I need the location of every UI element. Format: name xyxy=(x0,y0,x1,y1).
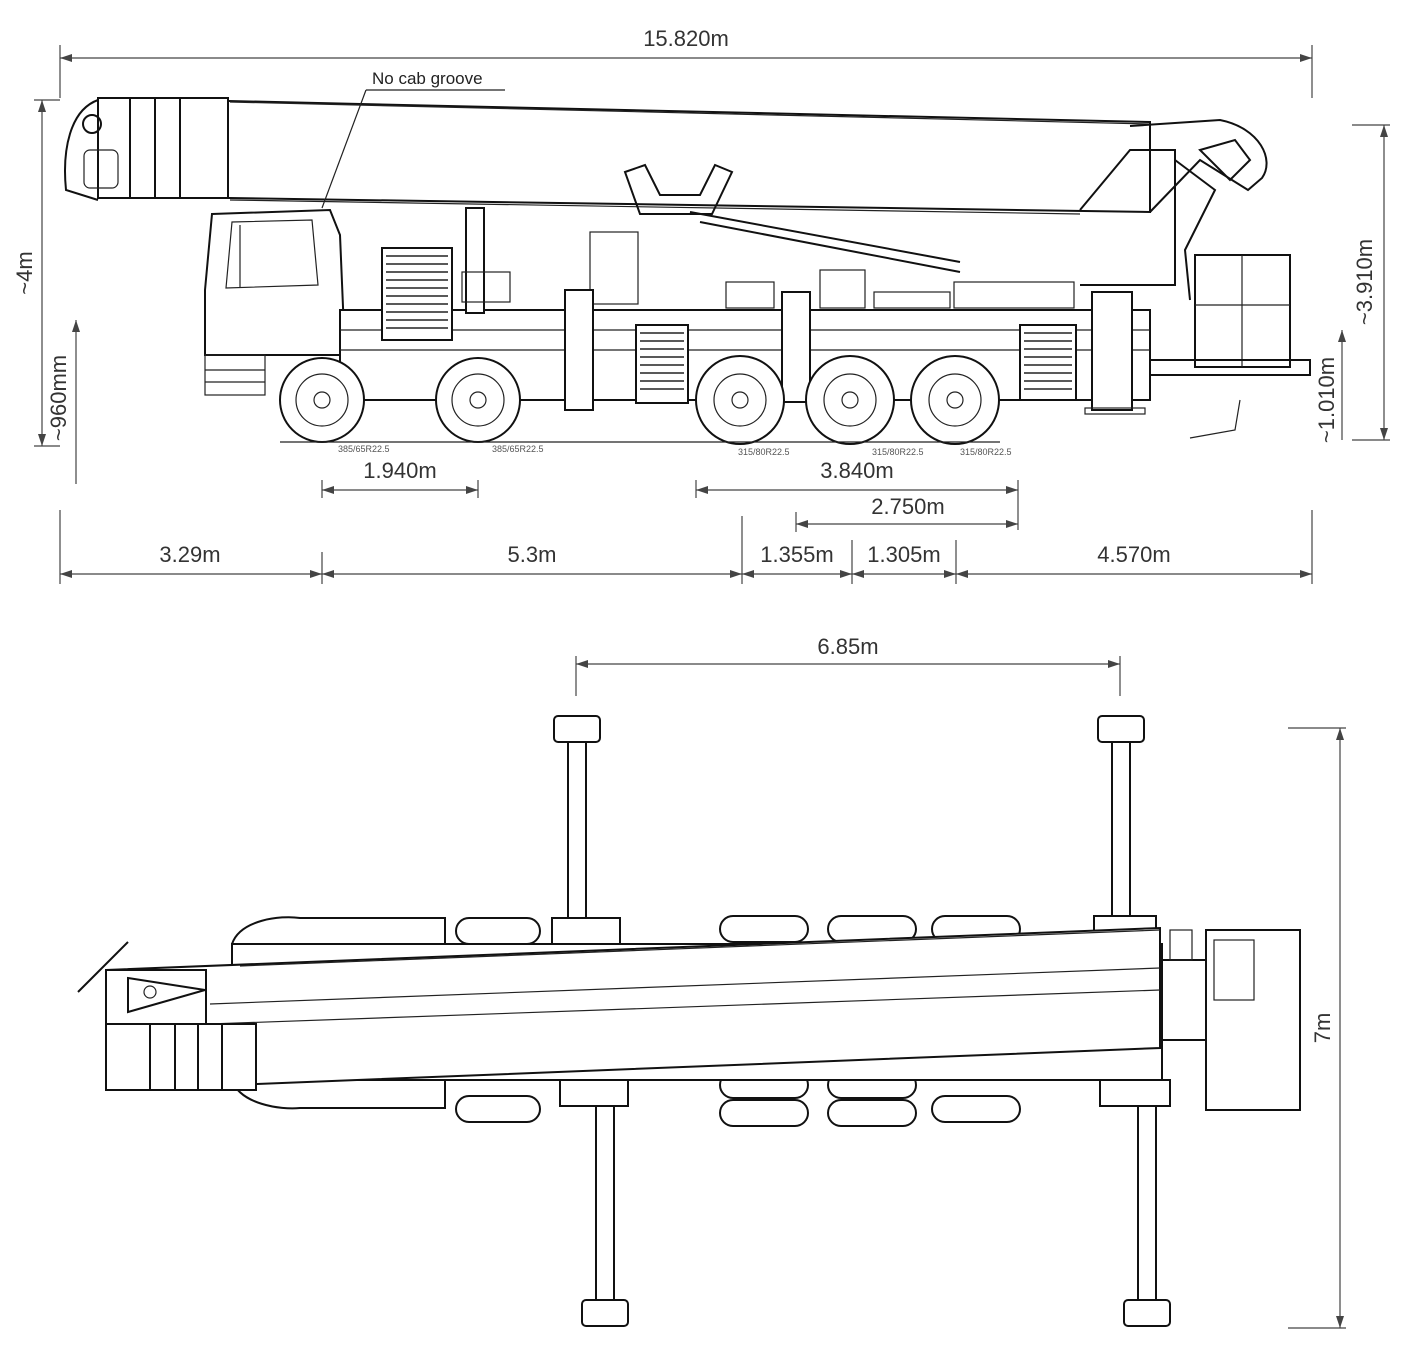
overall-length-dimension: 15.820m xyxy=(59,26,1313,98)
top-view: 6.85m 7m xyxy=(77,634,1346,1329)
cab-groove-note: No cab groove xyxy=(321,69,505,209)
wheels: 385/65R22.5 385/65R22.5 315/80R22.5 315/… xyxy=(279,355,1241,457)
axle-spacing-dimensions: 1.940m 3.840m 2.750m xyxy=(321,458,1019,532)
segment-5-label: 4.570m xyxy=(1097,542,1170,567)
boom xyxy=(64,96,1268,301)
wheel-rear-1 xyxy=(695,355,785,445)
basket-top-view xyxy=(1160,929,1301,1111)
front-axle-spacing-label: 1.940m xyxy=(363,458,436,483)
cab-groove-note-label: No cab groove xyxy=(372,69,483,88)
segment-2-label: 5.3m xyxy=(508,542,557,567)
tire-label-5: 315/80R22.5 xyxy=(960,447,1012,457)
ground-clearance-front-label: ~960mm xyxy=(46,355,71,441)
segment-1-label: 3.29m xyxy=(159,542,220,567)
ground-clearance-rear-label: ~1.010m xyxy=(1314,357,1339,443)
height-dimension-left: ~4m ~960mm xyxy=(12,99,80,484)
outrigger-transverse-label: 7m xyxy=(1310,1013,1335,1044)
tire-label-4: 315/80R22.5 xyxy=(872,447,924,457)
wheel-front-1 xyxy=(279,357,365,443)
segment-3-label: 1.355m xyxy=(760,542,833,567)
wheel-rear-2 xyxy=(805,355,895,445)
outrigger-transverse-dimension: 7m xyxy=(1288,727,1346,1329)
tire-label-2: 385/65R22.5 xyxy=(492,444,544,454)
height-dimension-right: ~3.910m ~1.010m xyxy=(1314,124,1390,443)
rear-axle-span-label: 3.840m xyxy=(820,458,893,483)
segment-4-label: 1.305m xyxy=(867,542,940,567)
height-total-label: ~4m xyxy=(12,251,37,294)
rear-axle-inner-span-label: 2.750m xyxy=(871,494,944,519)
outrigger-longitudinal-label: 6.85m xyxy=(817,634,878,659)
tire-label-3: 315/80R22.5 xyxy=(738,447,790,457)
side-view: 15.820m No cab groove xyxy=(12,26,1390,584)
wheel-front-2 xyxy=(435,357,521,443)
wheel-rear-3 xyxy=(910,355,1000,445)
outrigger-longitudinal-dimension: 6.85m xyxy=(575,634,1121,696)
boom-top-view xyxy=(77,926,1161,1092)
height-outrigger-label: ~3.910m xyxy=(1352,239,1377,325)
segment-dimensions: 3.29m 5.3m 1.355m 1.305m 4.570m xyxy=(59,510,1313,584)
overall-length-label: 15.820m xyxy=(643,26,729,51)
tire-label-1: 385/65R22.5 xyxy=(338,444,390,454)
